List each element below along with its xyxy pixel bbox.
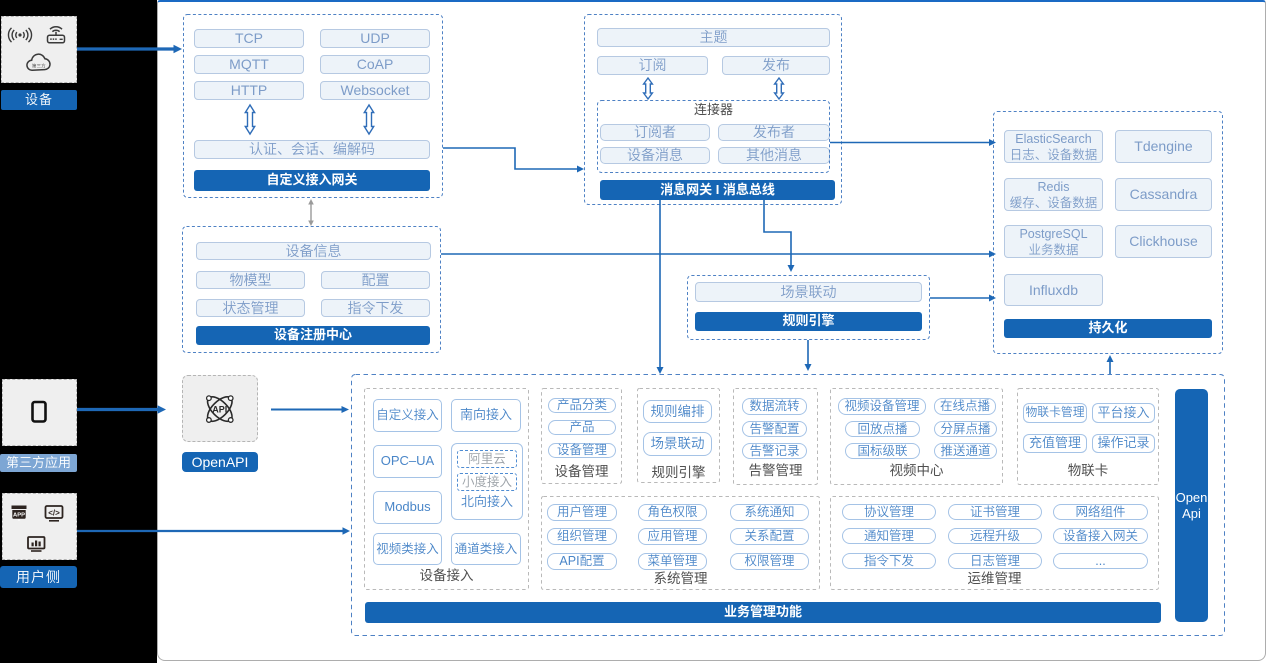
svg-text:API: API: [212, 404, 227, 414]
svg-text:APP: APP: [13, 513, 25, 519]
svg-text:第三方: 第三方: [32, 62, 46, 69]
svg-text:</>: </>: [48, 508, 60, 517]
